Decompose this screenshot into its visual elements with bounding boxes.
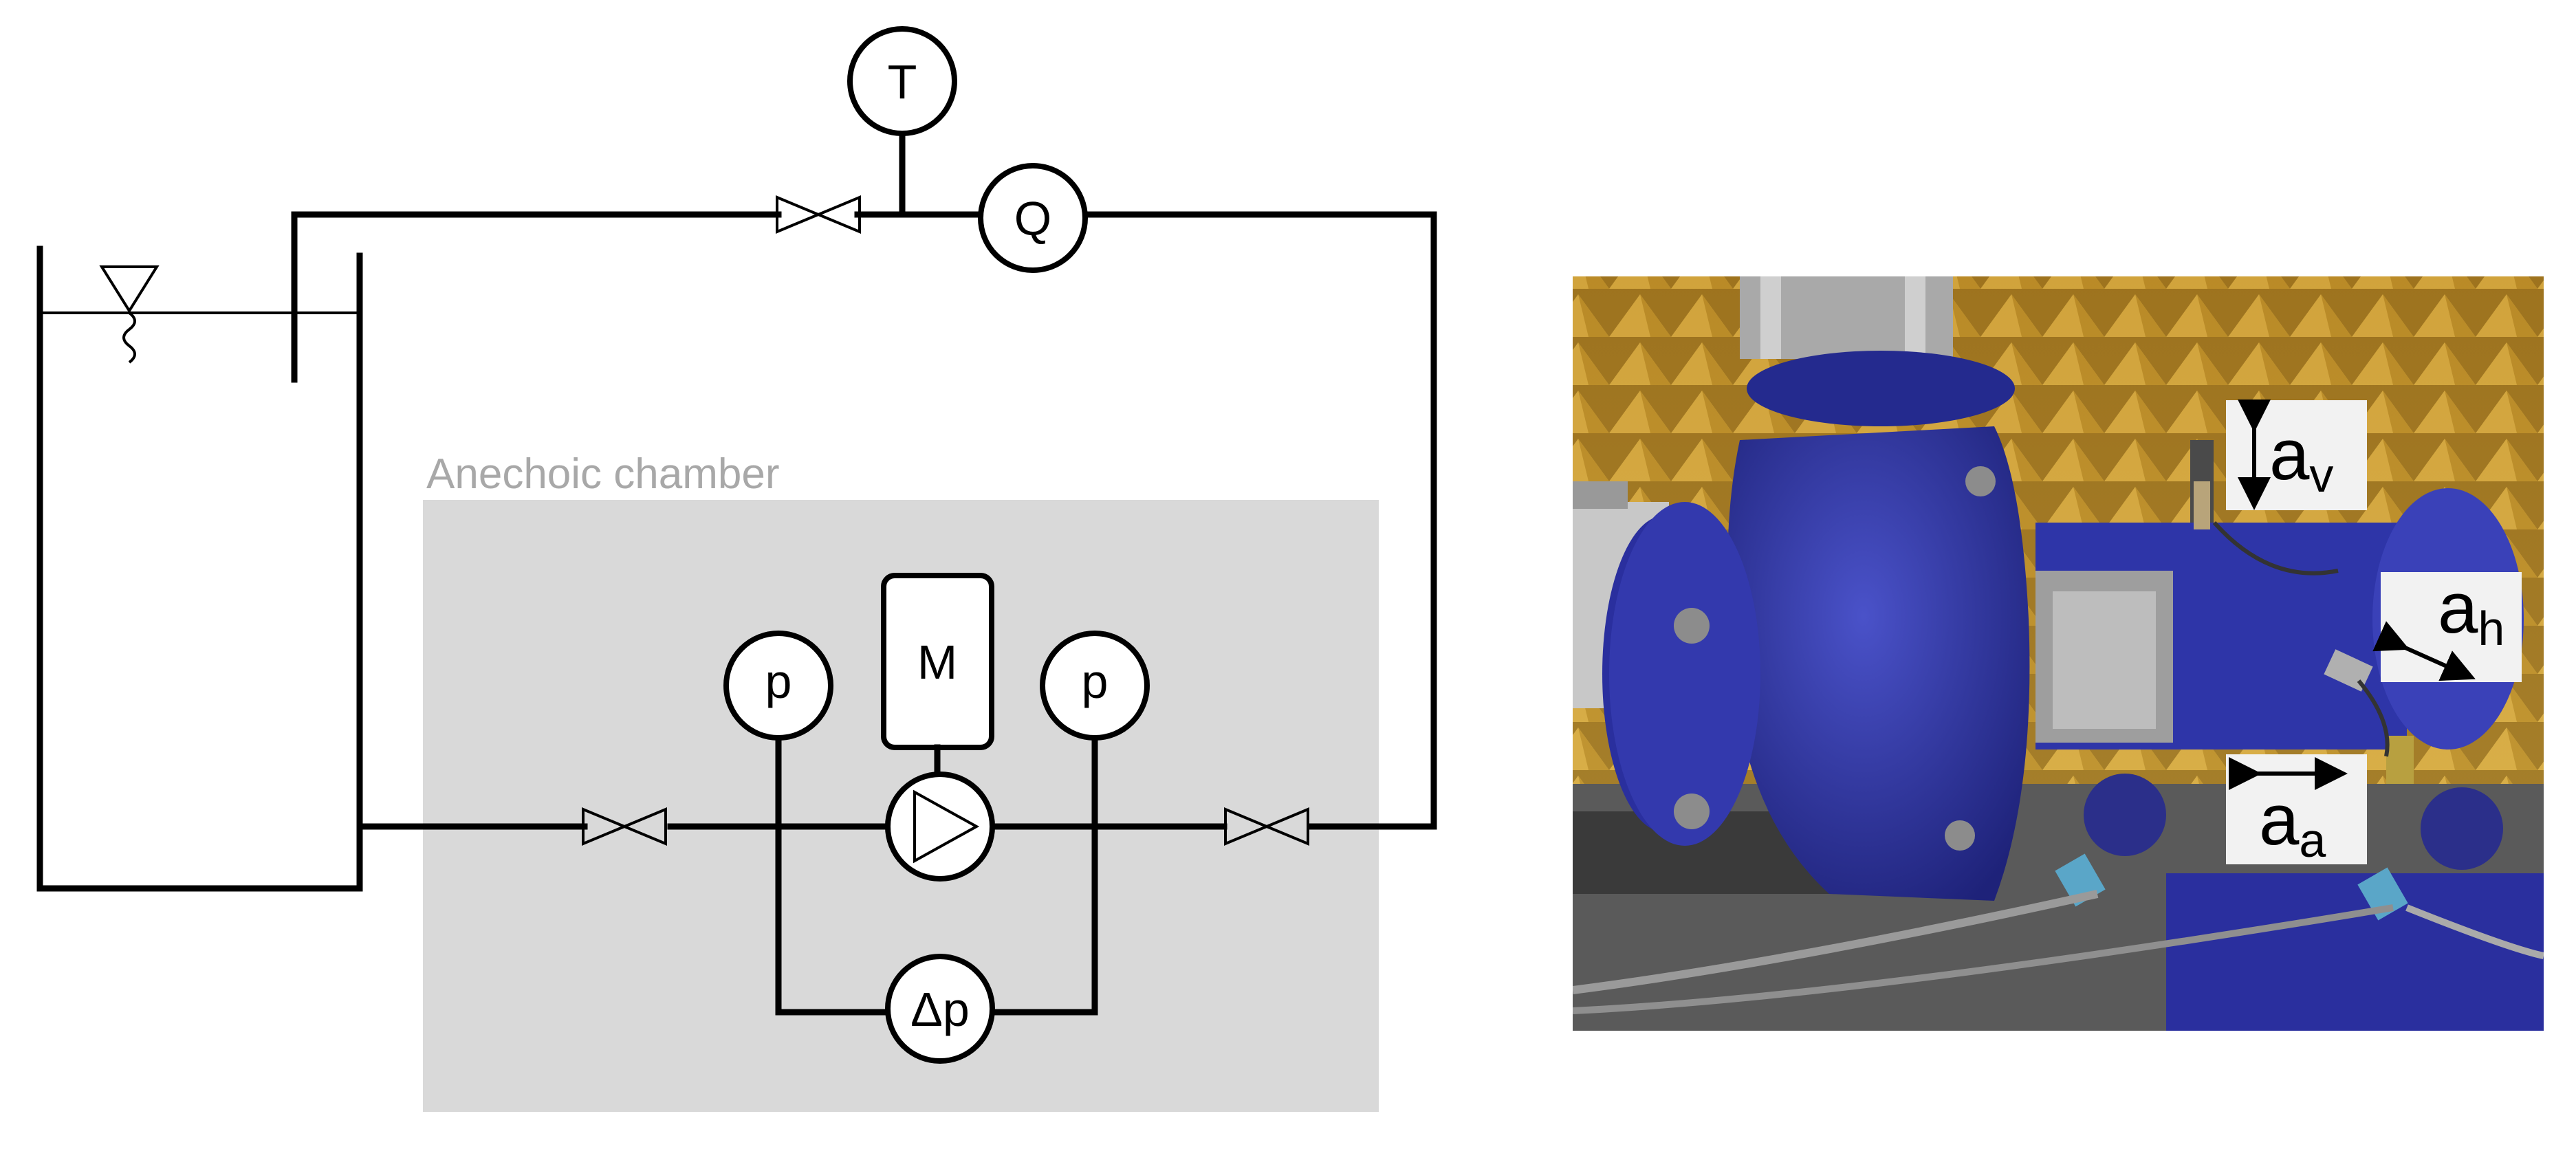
axial-acceleration-label: aa xyxy=(2226,754,2367,867)
horizontal-acceleration-label: ah xyxy=(2372,568,2522,682)
inlet-pressure-label: p xyxy=(765,655,792,708)
motor-label: M xyxy=(917,635,957,689)
horizontal-acc-main: a xyxy=(2438,568,2478,648)
discharge-valve-icon xyxy=(1224,807,1309,846)
motor: M xyxy=(881,573,994,778)
inlet-pressure-sensor: p xyxy=(723,631,833,741)
water-level-icon xyxy=(99,265,160,364)
suction-valve-icon xyxy=(582,807,667,846)
axial-acc-main: a xyxy=(2259,780,2300,860)
vertical-acceleration-label: av xyxy=(2226,400,2367,510)
differential-pressure-sensor: Δp xyxy=(885,954,995,1064)
axial-acc-sub: a xyxy=(2299,813,2326,867)
temperature-sensor-label: T xyxy=(888,55,917,109)
horizontal-acc-sub: h xyxy=(2478,602,2504,655)
tank xyxy=(36,211,363,892)
flow-meter-label: Q xyxy=(1014,192,1051,245)
vertical-acc-sub: v xyxy=(2309,448,2333,502)
differential-pressure-loop xyxy=(775,734,1098,1016)
vertical-acc-main: a xyxy=(2269,415,2310,495)
svg-text:aa: aa xyxy=(2259,780,2326,867)
return-pipeline xyxy=(291,211,1437,830)
temperature-sensor: T xyxy=(847,26,957,218)
differential-pressure-label: Δp xyxy=(910,983,970,1036)
anechoic-chamber-label: Anechoic chamber xyxy=(426,450,780,498)
svg-text:ah: ah xyxy=(2438,568,2504,655)
outlet-pressure-sensor: p xyxy=(1040,631,1150,741)
svg-text:av: av xyxy=(2269,415,2333,502)
flow-meter: Q xyxy=(978,163,1088,273)
outlet-pressure-label: p xyxy=(1082,655,1109,708)
pump-photo xyxy=(1573,276,2544,1031)
return-valve-icon xyxy=(776,195,861,234)
pump-icon xyxy=(885,772,995,882)
